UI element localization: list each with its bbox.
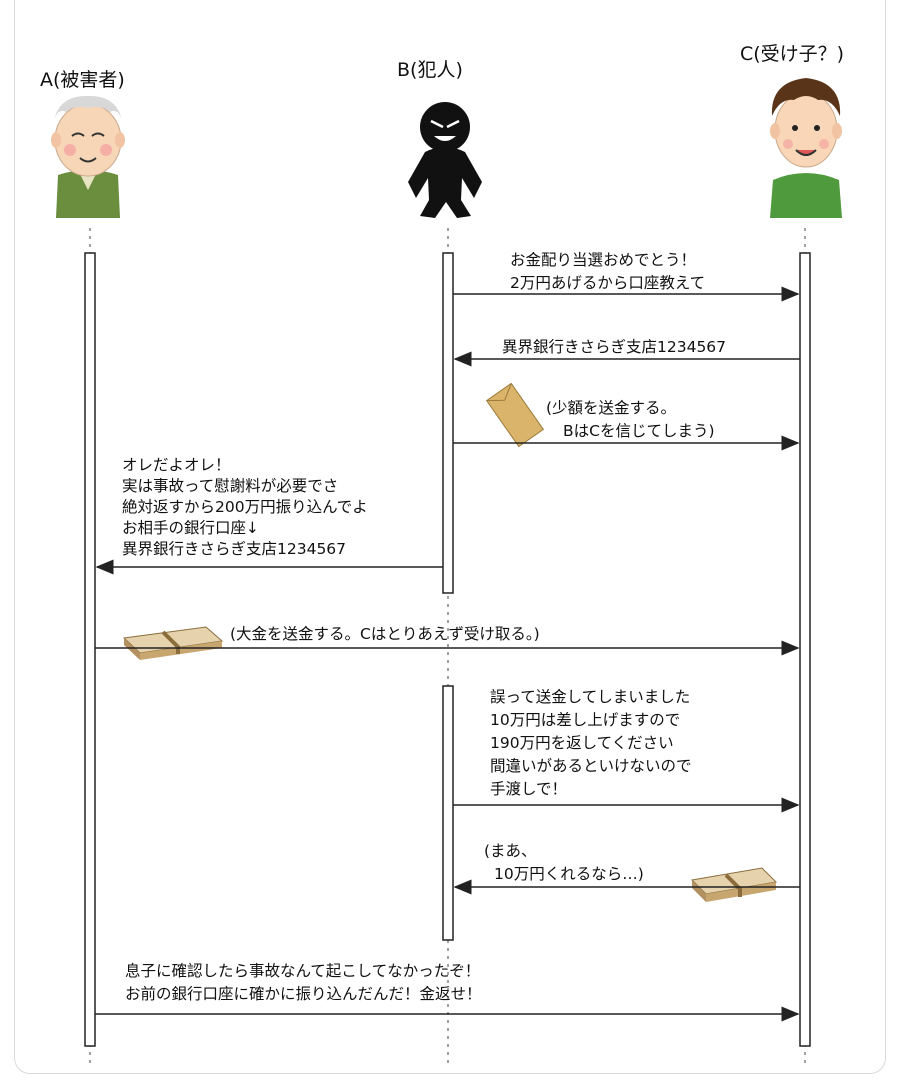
message-4-line-1: オレだよオレ！ [122,456,231,474]
svg-text:お金配り当選おめでとう！2万円あげるから口座教えて: お金配り当選おめでとう！ 2万円あげるから口座教えて [510,251,705,292]
svg-text:息子に確認したら事故なんて起こしてなかったぞ！お前の銀行口座: 息子に確認したら事故なんて起こしてなかったぞ！ お前の銀行口座に確かに振り込んだん… [125,962,482,1003]
message-6-line-3: 190万円を返してください [490,734,674,752]
actor-b-label: B(犯人) [397,59,463,81]
activation-b-1 [443,253,453,593]
message-7: (まあ、 10万円くれるなら…) [455,842,800,902]
message-5: (大金を送金する。Cはとりあえず受け取る。) [95,625,798,660]
elderly-man-icon [51,96,125,218]
young-man-icon [770,78,842,218]
message-4-line-5: 異界銀行きさらぎ支店1234567 [122,540,346,558]
message-4: オレだよオレ！ 実は事故って慰謝料が必要でさ絶対返すから200万円振り込んでよお相… [97,456,443,567]
message-2: 異界銀行きさらぎ支店1234567 [455,338,800,359]
activation-c [800,253,810,1046]
message-6-line-4: 間違いがあるといけないので [490,757,692,775]
activation-b-2 [443,686,453,940]
message-5-line-1: (大金を送金する。Cはとりあえず受け取る。) [230,625,540,643]
svg-text:(少額を送金する。BはCを信じてしまう): (少額を送金する。 BはCを信じてしまう) [546,399,715,440]
message-2-line-1: 異界銀行きさらぎ支店1234567 [502,338,726,356]
cash-bundle-icon [124,627,222,660]
message-3-line-2: BはCを信じてしまう) [563,422,715,440]
message-7-line-2: 10万円くれるなら…) [494,865,644,883]
message-4-line-4: お相手の銀行口座↓ [122,519,259,537]
message-8-line-1: 息子に確認したら事故なんて起こしてなかったぞ！ [125,962,480,980]
message-1-line-1: お金配り当選おめでとう！ [510,251,696,269]
message-3-line-1: (少額を送金する。 [546,399,676,417]
message-6-line-2: 10万円は差し上げますので [490,711,680,729]
black-silhouette-villain-icon [408,102,482,218]
svg-text:(まあ、10万円くれるなら…): (まあ、 10万円くれるなら…) [484,842,644,883]
message-6-line-1: 誤って送金してしまいました [490,688,690,706]
svg-text:(大金を送金する。Cはとりあえず受け取る。): (大金を送金する。Cはとりあえず受け取る。) [230,625,540,643]
envelope-icon [487,383,544,446]
message-6-line-5: 手渡しで！ [490,780,567,798]
message-3: (少額を送金する。 BはCを信じてしまう) [453,383,798,446]
actor-a-label: A(被害者) [40,69,125,91]
svg-text:異界銀行きさらぎ支店1234567: 異界銀行きさらぎ支店1234567 [502,338,726,356]
message-1-line-2: 2万円あげるから口座教えて [510,274,705,292]
actor-c-label: C(受け子？) [740,43,844,65]
message-6: 誤って送金してしまいました 10万円は差し上げますので 190万円を返してください間… [453,688,798,805]
message-8: 息子に確認したら事故なんて起こしてなかったぞ！ お前の銀行口座に確かに振り込んだん… [95,962,798,1014]
message-7-line-1: (まあ、 [484,842,537,860]
cash-bundle-icon [692,868,776,902]
message-8-line-2: お前の銀行口座に確かに振り込んだんだ！金返せ！ [125,985,482,1003]
message-4-line-3: 絶対返すから200万円振り込んでよ [122,498,368,516]
activation-a [85,253,95,1046]
message-4-line-2: 実は事故って慰謝料が必要でさ [122,476,338,495]
message-1: お金配り当選おめでとう！ 2万円あげるから口座教えて [453,251,798,294]
svg-text:オレだよオレ！実は事故って慰謝料が必要でさ絶対返すから200: オレだよオレ！ 実は事故って慰謝料が必要でさ絶対返すから200万円振り込んでよお相… [122,456,368,558]
